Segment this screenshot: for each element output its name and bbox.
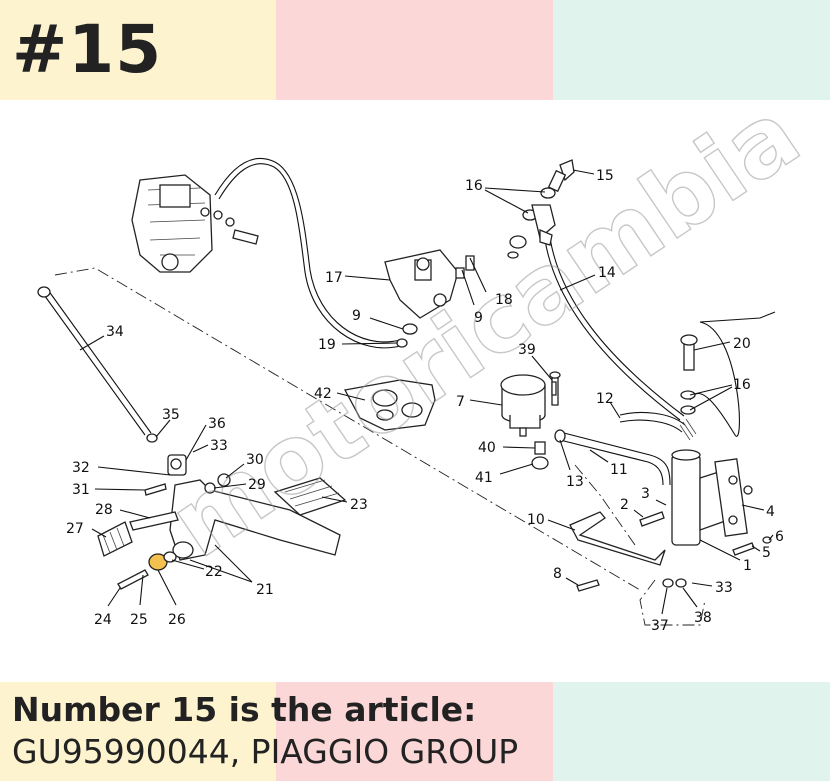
callout-34: 34 (106, 324, 124, 340)
callout-11: 11 (610, 462, 628, 478)
callout-21: 21 (256, 582, 274, 598)
callout-31: 31 (72, 482, 90, 498)
callout-7: 7 (456, 394, 465, 410)
washer-part (662, 578, 674, 588)
footer-band (0, 682, 830, 781)
callout-20: 20 (733, 336, 751, 352)
footer-band-mint (553, 682, 830, 781)
callout-24: 24 (94, 612, 112, 628)
brake-rod-part (41, 291, 146, 436)
parts-diagram: motoricambia 15 16 14 17 18 9 9 19 34 42… (37, 100, 819, 634)
washer-part (675, 578, 687, 588)
callout-12: 12 (596, 391, 614, 407)
callout-19: 19 (318, 337, 336, 353)
bolt-part (732, 542, 755, 556)
nut-part (170, 458, 182, 470)
master-cylinder-part (671, 449, 753, 546)
callout-18: 18 (495, 292, 513, 308)
small-hose-part (619, 419, 683, 433)
callout-6: 6 (775, 529, 784, 545)
brake-line-part (689, 311, 776, 437)
reservoir-hose-part (559, 431, 671, 486)
article-caption: Number 15 is the article: (12, 690, 477, 729)
page-title: #15 (12, 11, 163, 88)
brake-pipe-part (544, 239, 681, 421)
bolt-part (576, 579, 600, 592)
rod-end-part (37, 286, 51, 298)
callout-17: 17 (325, 270, 343, 286)
footer-band-pink (276, 682, 553, 781)
callout-5: 5 (762, 545, 771, 561)
article-code: GU95990044, PIAGGIO GROUP (12, 732, 519, 771)
callout-38: 38 (694, 610, 712, 626)
callout-16-right: 16 (733, 377, 751, 393)
callout-28: 28 (95, 502, 113, 518)
pressure-switch-part (384, 249, 475, 348)
assembly-guide-line (54, 267, 641, 591)
callout-10: 10 (527, 512, 545, 528)
assembly-guide-line (639, 579, 706, 626)
footer-band-yellow (0, 682, 276, 781)
brake-caliper-part (131, 174, 259, 273)
reservoir-hose-part (559, 439, 664, 486)
hose-clamp-part (554, 429, 566, 443)
callout-23: 23 (350, 497, 368, 513)
callout-40: 40 (478, 440, 496, 456)
callout-35: 35 (162, 407, 180, 423)
bolt-part (639, 511, 665, 527)
brake-pipe-part (549, 237, 685, 417)
banjo-washer-part (680, 390, 696, 400)
callout-33-right: 33 (715, 580, 733, 596)
callout-33: 33 (210, 438, 228, 454)
reservoir-bracket-part (344, 379, 436, 431)
callout-4: 4 (766, 504, 775, 520)
rod-end-part (146, 433, 158, 443)
callout-36: 36 (208, 416, 226, 432)
fitting-part (531, 456, 549, 470)
callout-27: 27 (66, 521, 84, 537)
callout-29: 29 (248, 477, 266, 493)
header-band-pink (276, 0, 553, 100)
brake-hose-part (214, 157, 401, 343)
callout-9-left: 9 (352, 308, 361, 324)
washer-part (163, 551, 177, 563)
brake-hose-part (218, 163, 401, 349)
header-band-mint (553, 0, 830, 100)
callout-13: 13 (566, 474, 584, 490)
small-hose-part (619, 411, 686, 426)
callout-39: 39 (518, 342, 536, 358)
callout-layer: 15 16 14 17 18 9 9 19 34 42 39 7 20 16 1… (66, 168, 784, 634)
fluid-reservoir-part (500, 371, 561, 437)
callout-8: 8 (553, 566, 562, 582)
callout-15: 15 (596, 168, 614, 184)
banjo-washer-part (680, 405, 696, 415)
callout-26: 26 (168, 612, 186, 628)
callout-32: 32 (72, 460, 90, 476)
callout-37: 37 (651, 618, 669, 634)
banjo-bolt-part (680, 334, 698, 346)
header-band-yellow (0, 0, 276, 100)
assembly-guide-line (574, 464, 636, 546)
header-band (0, 0, 830, 100)
callout-30: 30 (246, 452, 264, 468)
callout-25: 25 (130, 612, 148, 628)
fitting-part (534, 441, 546, 455)
callout-9-right: 9 (474, 310, 483, 326)
brake-rod-part (47, 289, 152, 434)
callout-16: 16 (465, 178, 483, 194)
pedal-knob-part (97, 521, 133, 557)
callout-22: 22 (205, 564, 223, 580)
bolt-part (144, 483, 167, 496)
callout-2: 2 (620, 497, 629, 513)
bolt-part (117, 569, 149, 590)
screw-part (551, 381, 557, 396)
pivot-pin-part (129, 511, 179, 531)
callout-1: 1 (743, 558, 752, 574)
washer-part (762, 536, 772, 544)
callout-3: 3 (641, 486, 650, 502)
callout-14: 14 (598, 265, 616, 281)
pushrod-bracket-part (569, 511, 666, 566)
callout-41: 41 (475, 470, 493, 486)
callout-42: 42 (314, 386, 332, 402)
